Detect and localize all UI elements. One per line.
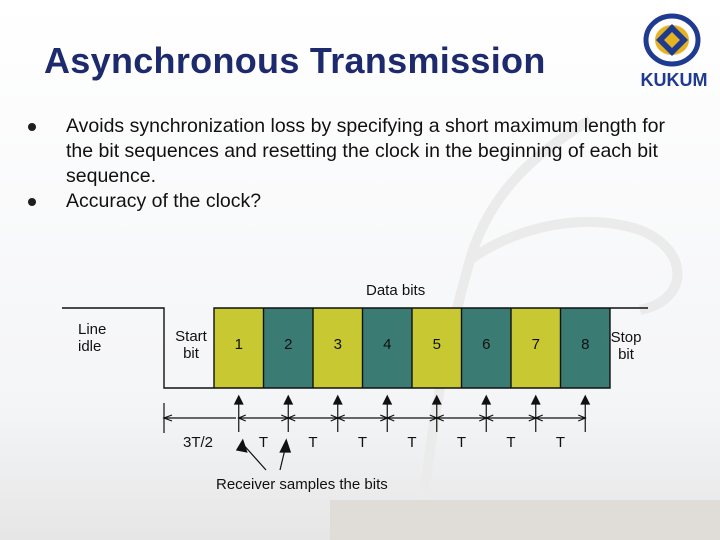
bit-cell-7 [511,308,561,388]
bit-cell-6 [461,308,511,388]
bullet-item: Accuracy of the clock? [28,189,668,214]
slide-title: Asynchronous Transmission [44,40,546,81]
bullet-text: Accuracy of the clock? [66,190,262,212]
bullet-item: Avoids synchronization loss by specifyin… [28,114,668,189]
logo-wordmark: KUKUM [641,70,708,90]
sample-arrowhead [332,394,343,405]
interval-arrowhead [286,414,296,422]
bit-number-2: 2 [284,336,293,353]
bit-cell-3 [313,308,363,388]
axis-arrowhead [162,414,173,422]
line-idle-label-line2: idle [78,338,102,355]
bit-cell-2 [263,308,313,388]
sample-arrowhead [431,394,442,405]
interval-label-t: T [456,434,467,451]
async-frame-diagram [62,307,648,471]
interval-label-t: T [308,434,318,451]
stop-bit-label: Stop bit [604,329,648,363]
sample-arrowhead [382,394,393,405]
bit-cell-4 [362,308,412,388]
bullet-list: Avoids synchronization loss by specifyin… [28,114,668,214]
interval-arrowhead [336,414,345,422]
kukum-logo: KUKUM [641,13,708,90]
bit-number-3: 3 [333,336,342,353]
line-idle-label-line1: Line [78,321,107,338]
interval-label-t: T [258,434,269,451]
interval-arrowhead [484,414,494,422]
receiver-pointer-head [235,438,248,453]
sample-arrowhead [233,394,244,405]
interval-arrowhead [385,414,395,422]
bit-cell-1 [214,308,264,388]
sample-arrowhead [283,394,294,405]
interval-arrowhead [534,414,543,422]
interval-label-first: 3T/2 [183,434,214,451]
start-bit-label-line1: Start [175,328,207,345]
bit-number-7: 7 [531,336,540,353]
bit-number-5: 5 [432,336,441,353]
bit-number-1: 1 [234,336,243,353]
interval-arrowhead [237,414,246,422]
sample-arrowhead [481,394,492,405]
bullet-icon [28,123,36,131]
bit-cell-8 [560,308,610,388]
bit-cell-5 [412,308,462,388]
interval-label-t: T [407,434,417,451]
data-bits-label: Data bits [366,282,426,299]
receiver-label: Receiver samples the bits [216,476,388,493]
sample-arrowhead [580,394,591,405]
receiver-pointer [242,443,267,471]
start-bit-label-line2: bit [183,345,199,362]
bullet-icon [28,198,36,206]
line-idle-label: Line idle [78,321,106,355]
stop-bit-label-line2: bit [618,346,634,363]
bullet-text: Avoids synchronization loss by specifyin… [66,115,665,187]
interval-label-t: T [357,434,368,451]
sample-arrowhead [530,394,541,405]
interval-label-t: T [555,434,566,451]
receiver-pointer-head [279,438,292,453]
start-bit-label: Start bit [170,328,212,362]
bit-number-4: 4 [383,336,392,353]
interval-arrowhead [435,414,444,422]
bit-number-8: 8 [581,336,590,353]
stop-bit-label-line1: Stop [610,329,642,346]
interval-label-t: T [506,434,516,451]
bit-number-6: 6 [482,336,491,353]
